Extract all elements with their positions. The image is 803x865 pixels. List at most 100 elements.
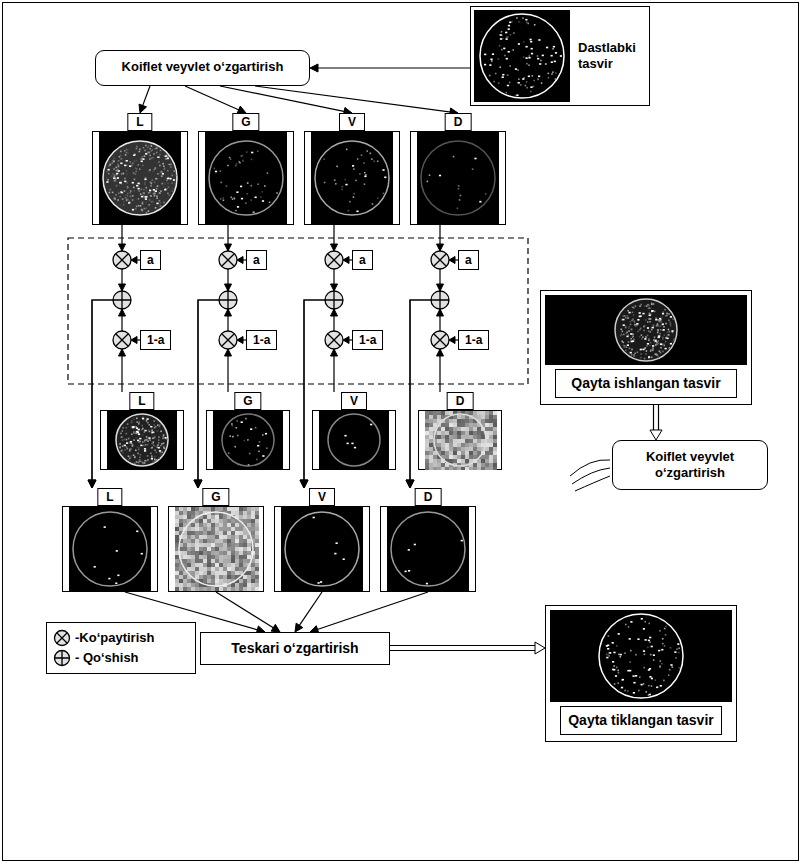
image-pixel: [630, 333, 632, 335]
image-pixel: [449, 455, 453, 459]
image-pixel: [117, 177, 119, 179]
image-pixel: [230, 158, 232, 160]
image-pixel: [126, 152, 128, 154]
image-pixel: [231, 547, 235, 551]
image-pixel: [139, 168, 141, 170]
image-pixel: [195, 575, 199, 579]
image-pixel: [108, 169, 110, 171]
arrowhead: [119, 284, 126, 291]
image-pixel: [555, 78, 557, 80]
image-pixel: [445, 427, 449, 431]
image-pixel: [473, 463, 477, 467]
image-pixel: [640, 357, 642, 359]
arrowhead: [119, 244, 126, 251]
image-pixel: [473, 447, 477, 451]
image-pixel: [147, 422, 149, 424]
image-pixel: [154, 460, 156, 462]
image-pixel: [664, 628, 666, 630]
image-pixel: [138, 434, 140, 436]
image-pixel: [465, 435, 469, 439]
arrowhead: [131, 257, 137, 264]
image-pixel: [199, 559, 203, 563]
image-pixel: [518, 43, 520, 45]
image-pixel: [129, 161, 131, 163]
image-pixel: [493, 467, 497, 470]
image-pixel: [445, 423, 449, 427]
image-pixel: [143, 195, 145, 197]
image-pixel: [219, 551, 223, 555]
image-pixel: [243, 547, 247, 551]
image-pixel: [461, 451, 465, 455]
image-pixel: [151, 431, 153, 433]
add-symbol: [325, 291, 343, 309]
image-pixel: [453, 419, 457, 423]
image-pixel: [429, 439, 433, 443]
image-pixel: [140, 460, 142, 462]
image-pixel: [203, 551, 207, 555]
image-pixel: [234, 446, 236, 448]
image-pixel: [148, 204, 150, 206]
image-pixel: [154, 458, 156, 460]
image-pixel: [617, 670, 619, 672]
image-pixel: [666, 313, 668, 315]
image-pixel: [215, 171, 217, 173]
image-pixel: [114, 198, 116, 200]
image-pixel: [223, 200, 225, 202]
image-pixel: [473, 411, 477, 415]
image-pixel: [528, 64, 530, 66]
subband-label-box: L: [97, 488, 122, 506]
image-pixel: [449, 443, 453, 447]
image-pixel: [639, 316, 641, 318]
image-pixel: [649, 637, 651, 639]
image-pixel: [248, 464, 250, 466]
image-pixel: [633, 314, 635, 316]
image-pixel: [657, 356, 659, 358]
image-pixel: [116, 414, 168, 466]
image-pixel: [144, 441, 146, 443]
image-pixel: [207, 559, 211, 563]
image-pixel: [236, 163, 238, 165]
image-pixel: [132, 445, 134, 447]
image-pixel: [148, 145, 150, 147]
image-pixel: [659, 321, 661, 323]
arrowhead: [237, 337, 243, 344]
image-pixel: [207, 519, 211, 523]
image-pixel: [257, 183, 259, 185]
image-pixel: [341, 189, 343, 191]
subband-panel: G: [206, 392, 290, 470]
image-pixel: [551, 611, 732, 702]
image-pixel: [142, 428, 144, 430]
image-pixel: [108, 578, 110, 580]
image-pixel: [195, 531, 199, 535]
image-pixel: [653, 303, 655, 305]
image-pixel: [631, 329, 633, 331]
image-pixel: [159, 424, 161, 426]
image-pixel: [429, 427, 433, 431]
image-pixel: [128, 202, 130, 204]
image-pixel: [183, 539, 187, 543]
image-pixel: [433, 419, 437, 423]
image-pixel: [155, 167, 157, 169]
image-pixel: [117, 575, 119, 577]
image-pixel: [668, 674, 670, 676]
image-pixel: [525, 19, 527, 21]
image-pixel: [241, 155, 243, 157]
image-pixel: [154, 427, 156, 429]
image-pixel: [134, 209, 136, 211]
image-pixel: [215, 555, 219, 559]
image-pixel: [526, 81, 528, 83]
image-pixel: [672, 666, 674, 668]
image-pixel: [142, 441, 144, 443]
image-pixel: [130, 441, 132, 443]
image-pixel: [533, 86, 535, 88]
image-pixel: [649, 321, 651, 323]
image-pixel: [141, 156, 143, 158]
image-pixel: [650, 342, 652, 344]
image-pixel: [408, 549, 410, 551]
image-pixel: [231, 531, 235, 535]
image-pixel: [132, 426, 134, 428]
image-pixel: [493, 463, 497, 467]
image-pixel: [211, 567, 215, 571]
image-pixel: [344, 435, 346, 437]
image-pixel: [251, 199, 253, 201]
